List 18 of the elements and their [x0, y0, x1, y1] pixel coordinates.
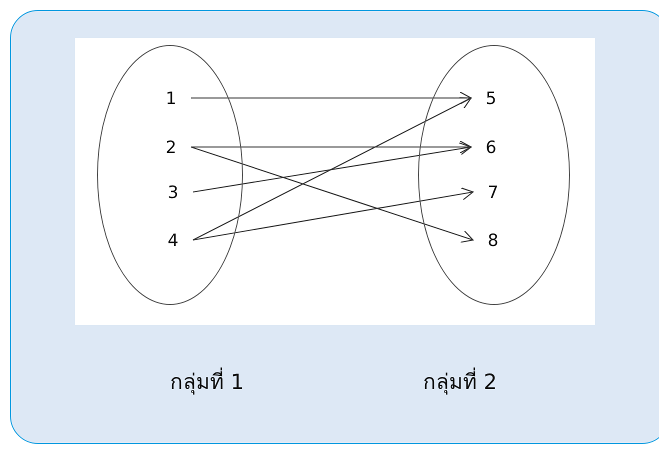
arrow	[191, 140, 472, 154]
element-label: 5	[484, 89, 498, 109]
element-label: 7	[486, 183, 500, 203]
arrow	[192, 142, 472, 193]
element-label: 4	[166, 231, 180, 251]
arrow	[191, 91, 472, 105]
set-ellipse	[418, 45, 570, 305]
set-ellipse	[97, 45, 243, 305]
element-label: 8	[486, 231, 500, 251]
group-label: กลุ่มที่ 2	[423, 365, 498, 398]
arrow	[192, 187, 474, 241]
element-label: 3	[166, 183, 180, 203]
group-label: กลุ่มที่ 1	[170, 365, 244, 398]
element-label: 2	[164, 138, 178, 158]
arrow	[192, 97, 472, 240]
arrow	[190, 146, 474, 243]
element-label: 6	[484, 138, 498, 158]
element-label: 1	[164, 89, 178, 109]
